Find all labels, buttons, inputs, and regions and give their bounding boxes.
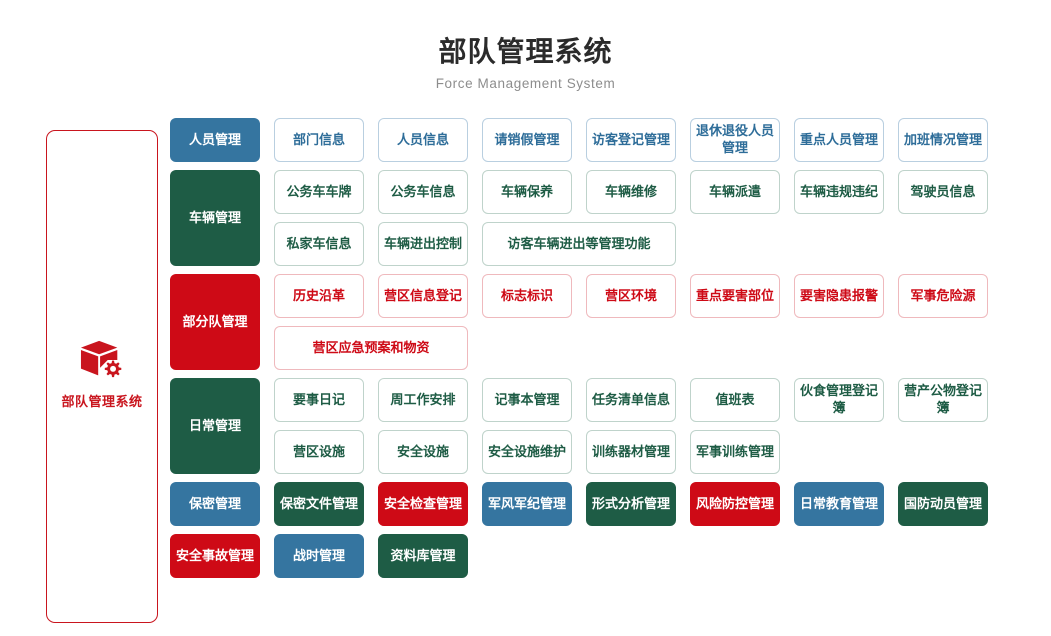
module-group-label[interactable]: 保密管理 — [170, 482, 260, 526]
module-card[interactable]: 部门信息 — [274, 118, 364, 162]
module-card-list: 部门信息人员信息请销假管理访客登记管理退休退役人员管理重点人员管理加班情况管理 — [274, 118, 1006, 162]
module-card[interactable]: 要害隐患报警 — [794, 274, 884, 318]
page-subtitle: Force Management System — [435, 76, 616, 91]
module-card-list: 保密文件管理安全检查管理军风军纪管理形式分析管理风险防控管理日常教育管理国防动员… — [274, 482, 1006, 526]
module-card[interactable]: 资料库管理 — [378, 534, 468, 578]
module-card[interactable]: 车辆保养 — [482, 170, 572, 214]
module-group-label[interactable]: 人员管理 — [170, 118, 260, 162]
module-card[interactable]: 周工作安排 — [378, 378, 468, 422]
module-card[interactable]: 车辆维修 — [586, 170, 676, 214]
module-group-label[interactable]: 车辆管理 — [170, 170, 260, 266]
module-card[interactable]: 营区设施 — [274, 430, 364, 474]
module-card[interactable]: 形式分析管理 — [586, 482, 676, 526]
module-card[interactable]: 标志标识 — [482, 274, 572, 318]
module-card[interactable]: 人员信息 — [378, 118, 468, 162]
module-card[interactable]: 记事本管理 — [482, 378, 572, 422]
module-card[interactable]: 战时管理 — [274, 534, 364, 578]
module-card[interactable]: 请销假管理 — [482, 118, 572, 162]
module-card[interactable]: 日常教育管理 — [794, 482, 884, 526]
module-card[interactable]: 营区信息登记 — [378, 274, 468, 318]
module-card-list: 要事日记周工作安排记事本管理任务清单信息值班表伙食管理登记簿营产公物登记簿营区设… — [274, 378, 1006, 474]
module-card[interactable]: 保密文件管理 — [274, 482, 364, 526]
module-card[interactable]: 重点人员管理 — [794, 118, 884, 162]
module-card[interactable]: 加班情况管理 — [898, 118, 988, 162]
module-card[interactable]: 要事日记 — [274, 378, 364, 422]
module-card-list: 安全事故管理战时管理资料库管理 — [170, 534, 1006, 578]
module-card[interactable]: 伙食管理登记簿 — [794, 378, 884, 422]
module-card[interactable]: 军事危险源 — [898, 274, 988, 318]
module-group-row: 保密管理保密文件管理安全检查管理军风军纪管理形式分析管理风险防控管理日常教育管理… — [170, 482, 1006, 526]
module-card[interactable]: 访客登记管理 — [586, 118, 676, 162]
module-card[interactable]: 车辆违规违纪 — [794, 170, 884, 214]
module-card[interactable]: 安全事故管理 — [170, 534, 260, 578]
module-card[interactable]: 军风军纪管理 — [482, 482, 572, 526]
module-card-list: 公务车车牌公务车信息车辆保养车辆维修车辆派遣车辆违规违纪驾驶员信息私家车信息车辆… — [274, 170, 1006, 266]
module-group-label[interactable]: 日常管理 — [170, 378, 260, 474]
module-card[interactable]: 国防动员管理 — [898, 482, 988, 526]
module-group-row: 车辆管理公务车车牌公务车信息车辆保养车辆维修车辆派遣车辆违规违纪驾驶员信息私家车… — [170, 170, 1006, 266]
module-card-list: 历史沿革营区信息登记标志标识营区环境重点要害部位要害隐患报警军事危险源营区应急预… — [274, 274, 1006, 370]
module-card[interactable]: 退休退役人员管理 — [690, 118, 780, 162]
module-group-row: 人员管理部门信息人员信息请销假管理访客登记管理退休退役人员管理重点人员管理加班情… — [170, 118, 1006, 162]
module-card[interactable]: 公务车车牌 — [274, 170, 364, 214]
module-card[interactable]: 重点要害部位 — [690, 274, 780, 318]
module-card[interactable]: 营产公物登记簿 — [898, 378, 988, 422]
module-group-label[interactable]: 部分队管理 — [170, 274, 260, 370]
module-card[interactable]: 风险防控管理 — [690, 482, 780, 526]
module-card[interactable]: 公务车信息 — [378, 170, 468, 214]
module-card[interactable]: 军事训练管理 — [690, 430, 780, 474]
module-card[interactable]: 营区应急预案和物资 — [274, 326, 468, 370]
module-card[interactable]: 历史沿革 — [274, 274, 364, 318]
module-card[interactable]: 任务清单信息 — [586, 378, 676, 422]
module-card[interactable]: 访客车辆进出等管理功能 — [482, 222, 676, 266]
sidebar-brand-label: 部队管理系统 — [61, 394, 143, 409]
module-card[interactable]: 营区环境 — [586, 274, 676, 318]
module-card[interactable]: 安全检查管理 — [378, 482, 468, 526]
module-grid: 人员管理部门信息人员信息请销假管理访客登记管理退休退役人员管理重点人员管理加班情… — [170, 118, 1006, 586]
module-card[interactable]: 车辆派遣 — [690, 170, 780, 214]
module-footer-row: 安全事故管理战时管理资料库管理 — [170, 534, 1006, 578]
page-header: 部队管理系统 Force Management System — [0, 0, 1051, 91]
module-group-row: 部分队管理历史沿革营区信息登记标志标识营区环境重点要害部位要害隐患报警军事危险源… — [170, 274, 1006, 370]
module-card[interactable]: 值班表 — [690, 378, 780, 422]
box-gear-icon — [79, 339, 125, 383]
module-card[interactable]: 训练器材管理 — [586, 430, 676, 474]
module-card[interactable]: 私家车信息 — [274, 222, 364, 266]
module-group-row: 日常管理要事日记周工作安排记事本管理任务清单信息值班表伙食管理登记簿营产公物登记… — [170, 378, 1006, 474]
module-card[interactable]: 车辆进出控制 — [378, 222, 468, 266]
module-card[interactable]: 驾驶员信息 — [898, 170, 988, 214]
module-card[interactable]: 安全设施维护 — [482, 430, 572, 474]
page-title: 部队管理系统 — [438, 36, 613, 67]
sidebar-brand-panel[interactable]: 部队管理系统 — [46, 130, 158, 623]
module-card[interactable]: 安全设施 — [378, 430, 468, 474]
